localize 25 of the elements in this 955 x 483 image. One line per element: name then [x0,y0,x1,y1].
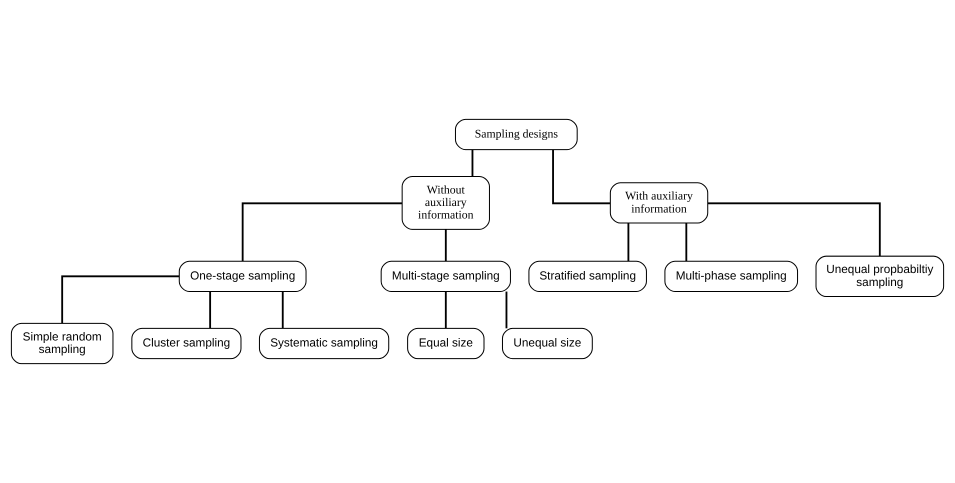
connector [685,223,688,262]
connector [444,229,447,262]
node-box: Without auxiliary information [402,176,490,230]
connector [552,150,610,204]
node-box: Equal size [407,328,484,360]
connector [282,292,284,328]
connector [472,150,474,176]
connector [627,223,630,262]
node-box: Systematic sampling [258,328,390,360]
node-box: Unequal propbabiltiy sampling [816,256,944,297]
node-box: Sampling designs [454,118,578,150]
connector [708,202,881,256]
node-box: Stratified sampling [528,260,647,292]
connector [444,292,447,328]
node-box: Simple random sampling [10,322,114,364]
connector [209,292,212,328]
node-box: With auxiliary information [610,182,708,224]
node-box: Cluster sampling [131,328,242,360]
connector [506,292,508,328]
node-box: Unequal size [502,328,593,360]
node-box: One-stage sampling [178,260,307,292]
connector [61,275,180,324]
connector [242,202,402,262]
node-box: Multi-stage sampling [380,260,511,292]
node-box: Multi-phase sampling [664,260,798,292]
